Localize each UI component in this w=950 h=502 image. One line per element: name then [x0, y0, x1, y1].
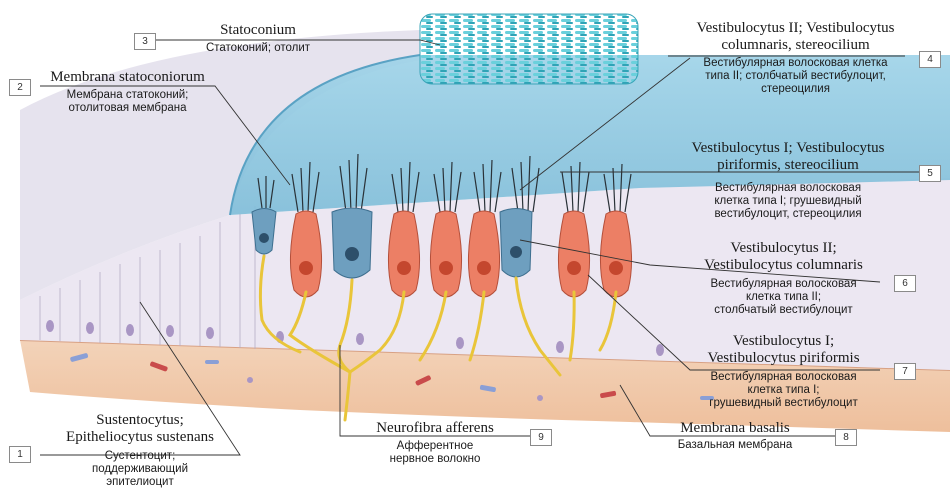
label-membrana-statoconiorum: Membrana statoconiorum Мембрана статокон… — [40, 69, 215, 115]
latin-term: Statoconium — [158, 22, 358, 39]
russian-term: Вестибулярная волосковая — [676, 371, 891, 384]
russian-term: Афферентное — [350, 440, 520, 453]
latin-term: Vestibulocytus piriformis — [676, 350, 891, 367]
russian-term: клетка типа II; — [676, 291, 891, 304]
russian-term: нервное волокно — [350, 453, 520, 466]
label-number-box: 1 — [9, 446, 31, 463]
label-neurofibra-afferens: Neurofibra afferens Афферентное нервное … — [350, 420, 520, 466]
russian-term: клетка типа I; — [676, 384, 891, 397]
russian-term: отолитовая мембрана — [40, 102, 215, 115]
russian-term: столбчатый вестибулоцит — [676, 304, 891, 317]
russian-term: Мембрана статоконий; — [40, 89, 215, 102]
latin-term: Membrana basalis — [655, 420, 815, 437]
label-number-box: 6 — [894, 275, 916, 292]
latin-term: Membrana statoconiorum — [40, 69, 215, 86]
label-vestibulocytus-I-stereocilium: Vestibulocytus I; Vestibulocytus pirifor… — [668, 140, 908, 221]
latin-term: Sustentocytus; — [40, 412, 240, 429]
russian-term: Вестибулярная волосковая — [676, 278, 891, 291]
russian-term: типа II; столбчатый вестибулоцит, — [668, 70, 923, 83]
latin-term: Epitheliocytus sustenans — [40, 429, 240, 446]
label-statoconium: Statoconium Статоконий; отолит — [158, 22, 358, 55]
label-sustentocytus: Sustentocytus; Epitheliocytus sustenans … — [40, 412, 240, 489]
russian-term: грушевидный вестибулоцит — [676, 397, 891, 410]
russian-term: Вестибулярная волосковая клетка — [668, 57, 923, 70]
label-number-box: 9 — [530, 429, 552, 446]
russian-term: Базальная мембрана — [655, 439, 815, 452]
label-vestibulocytus-II: Vestibulocytus II; Vestibulocytus column… — [676, 240, 891, 317]
latin-term: Vestibulocytus I; — [676, 333, 891, 350]
label-membrana-basalis: Membrana basalis Базальная мембрана — [655, 420, 815, 452]
russian-term: Статоконий; отолит — [158, 42, 358, 55]
label-number-box: 7 — [894, 363, 916, 380]
label-number-box: 5 — [919, 165, 941, 182]
russian-term: эпителиоцит — [40, 476, 240, 489]
russian-term: вестибулоцит, стереоцилия — [668, 208, 908, 221]
russian-term: стереоцилия — [668, 83, 923, 96]
latin-term: Vestibulocytus II; Vestibulocytus — [668, 20, 923, 37]
latin-term: Vestibulocytus columnaris — [676, 257, 891, 274]
label-vestibulocytus-II-stereocilium: Vestibulocytus II; Vestibulocytus column… — [668, 20, 923, 96]
latin-term: columnaris, stereocilium — [668, 37, 923, 54]
latin-term: Neurofibra afferens — [350, 420, 520, 437]
statoconia-layer — [420, 14, 638, 84]
russian-term: Вестибулярная волосковая — [668, 182, 908, 195]
latin-term: Vestibulocytus I; Vestibulocytus — [668, 140, 908, 157]
label-number-box: 8 — [835, 429, 857, 446]
russian-term: поддерживающий — [40, 463, 240, 476]
label-vestibulocytus-I: Vestibulocytus I; Vestibulocytus pirifor… — [676, 333, 891, 410]
label-number-box: 2 — [9, 79, 31, 96]
latin-term: Vestibulocytus II; — [676, 240, 891, 257]
russian-term: клетка типа I; грушевидный — [668, 195, 908, 208]
label-number-box: 3 — [134, 33, 156, 50]
russian-term: Сустентоцит; — [40, 450, 240, 463]
latin-term: piriformis, stereocilium — [668, 157, 908, 174]
